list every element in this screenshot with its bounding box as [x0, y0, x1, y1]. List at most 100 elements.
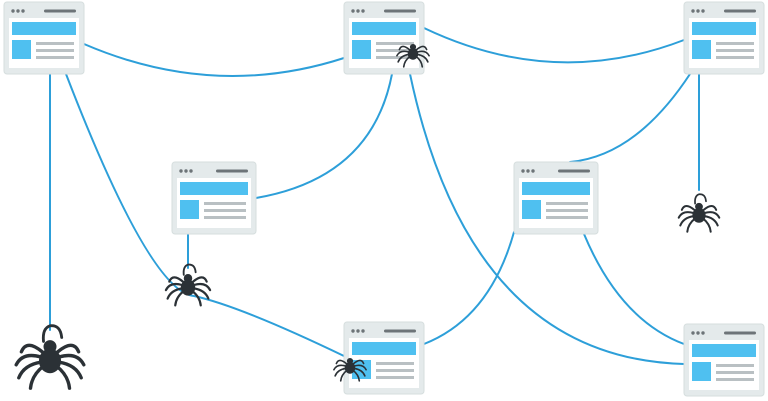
page-middle-left-webpage-window-icon — [171, 161, 257, 235]
window-dot — [16, 9, 20, 13]
spiders — [14, 43, 721, 390]
content-line — [36, 56, 74, 59]
spider-leg — [57, 360, 83, 380]
spider-leg — [415, 45, 428, 51]
spider-leg — [680, 204, 696, 211]
window-dot — [179, 169, 183, 173]
window-title-bar — [724, 9, 756, 13]
spider-leg — [679, 215, 695, 227]
spider-large-bottom-left-spider-icon — [14, 324, 86, 390]
spider-leg — [54, 364, 72, 390]
content-banner — [12, 22, 76, 35]
content-line — [716, 364, 754, 367]
content-line — [716, 49, 754, 52]
page-middle-right-webpage-window-icon — [513, 161, 599, 235]
spider-leg — [416, 53, 429, 63]
content-line — [376, 369, 414, 372]
content-line — [376, 49, 414, 52]
window-title-bar — [384, 9, 416, 13]
window-dot — [351, 9, 355, 13]
window-dot — [526, 169, 530, 173]
spider-leg — [191, 276, 208, 283]
page-bottom-right-webpage-window-icon — [683, 323, 765, 397]
spider-leg — [174, 289, 185, 307]
spider-leg — [333, 364, 347, 371]
content-line — [204, 209, 246, 212]
content-line — [376, 362, 414, 365]
web-link-page-middle-right-to-page-bottom-center — [423, 231, 515, 345]
window-dot — [11, 9, 15, 13]
web-link-page-top-left-to-page-top-center — [83, 43, 345, 77]
spider-abdomen — [344, 361, 356, 374]
content-line — [36, 42, 74, 45]
spider-abdomen — [180, 279, 196, 296]
window-dot — [696, 331, 700, 335]
spider-silk-loop — [694, 193, 707, 205]
content-image — [180, 200, 199, 219]
spider-leg — [192, 287, 210, 300]
window-title-bar — [558, 169, 590, 173]
content-line — [716, 42, 754, 45]
web-link-page-top-right-to-page-middle-right — [569, 73, 691, 163]
spider-leg — [703, 215, 719, 227]
spider-leg — [14, 353, 43, 367]
spider-leg — [56, 343, 81, 354]
spider-leg — [353, 367, 366, 377]
spider-leg — [334, 367, 347, 377]
window-title-bar — [724, 331, 756, 335]
spider-abdomen — [692, 207, 706, 223]
content-banner — [522, 182, 590, 195]
content-banner — [692, 344, 756, 357]
web-link-page-top-center-to-page-middle-left — [255, 73, 393, 199]
page-top-center-webpage-window-icon — [343, 1, 425, 75]
window-dot — [189, 169, 193, 173]
spider-leg — [416, 50, 430, 57]
content-image — [522, 200, 541, 219]
web-link-page-middle-right-to-page-bottom-right — [583, 233, 685, 345]
content-banner — [352, 342, 416, 355]
spider-leg — [17, 360, 43, 380]
content-line — [546, 209, 588, 212]
window-dot — [351, 329, 355, 333]
window-dot — [691, 9, 695, 13]
spider-leg — [702, 204, 718, 211]
content-line — [36, 49, 74, 52]
content-line — [546, 202, 588, 205]
content-line — [716, 378, 754, 381]
spider-leg — [677, 211, 695, 219]
content-line — [204, 216, 246, 219]
content-line — [376, 42, 414, 45]
spider-leg — [28, 364, 46, 390]
web-links — [49, 27, 700, 365]
content-line — [376, 56, 414, 59]
webpage-nodes — [3, 1, 765, 397]
spider-leg — [192, 282, 212, 292]
spider-leg — [352, 359, 365, 365]
content-banner — [352, 22, 416, 35]
content-banner — [692, 22, 756, 35]
web-link-page-top-center-to-page-bottom-right — [409, 73, 685, 365]
window-dot — [701, 9, 705, 13]
window-dot — [361, 329, 365, 333]
spider-on-top-center-page-spider-icon — [396, 43, 430, 68]
spider-leg — [398, 45, 411, 51]
spider-leg — [701, 217, 712, 233]
spider-leg — [19, 343, 44, 354]
web-link-page-top-center-to-page-top-right — [423, 27, 685, 64]
spider-leg — [396, 50, 410, 57]
spider-leg — [686, 217, 697, 233]
page-top-left-webpage-window-icon — [3, 1, 85, 75]
spider-on-thread-middle-spider-icon — [164, 263, 212, 307]
spider-silk-loop — [182, 263, 197, 276]
spider-leg — [397, 53, 410, 63]
spider-leg — [353, 364, 367, 371]
spider-hanging-right-spider-icon — [677, 193, 721, 233]
window-title-bar — [44, 9, 76, 13]
window-dot — [691, 331, 695, 335]
content-image — [692, 40, 711, 59]
content-line — [716, 371, 754, 374]
spider-leg — [166, 287, 184, 300]
spider-silk-loop — [41, 324, 64, 343]
window-dot — [356, 329, 360, 333]
